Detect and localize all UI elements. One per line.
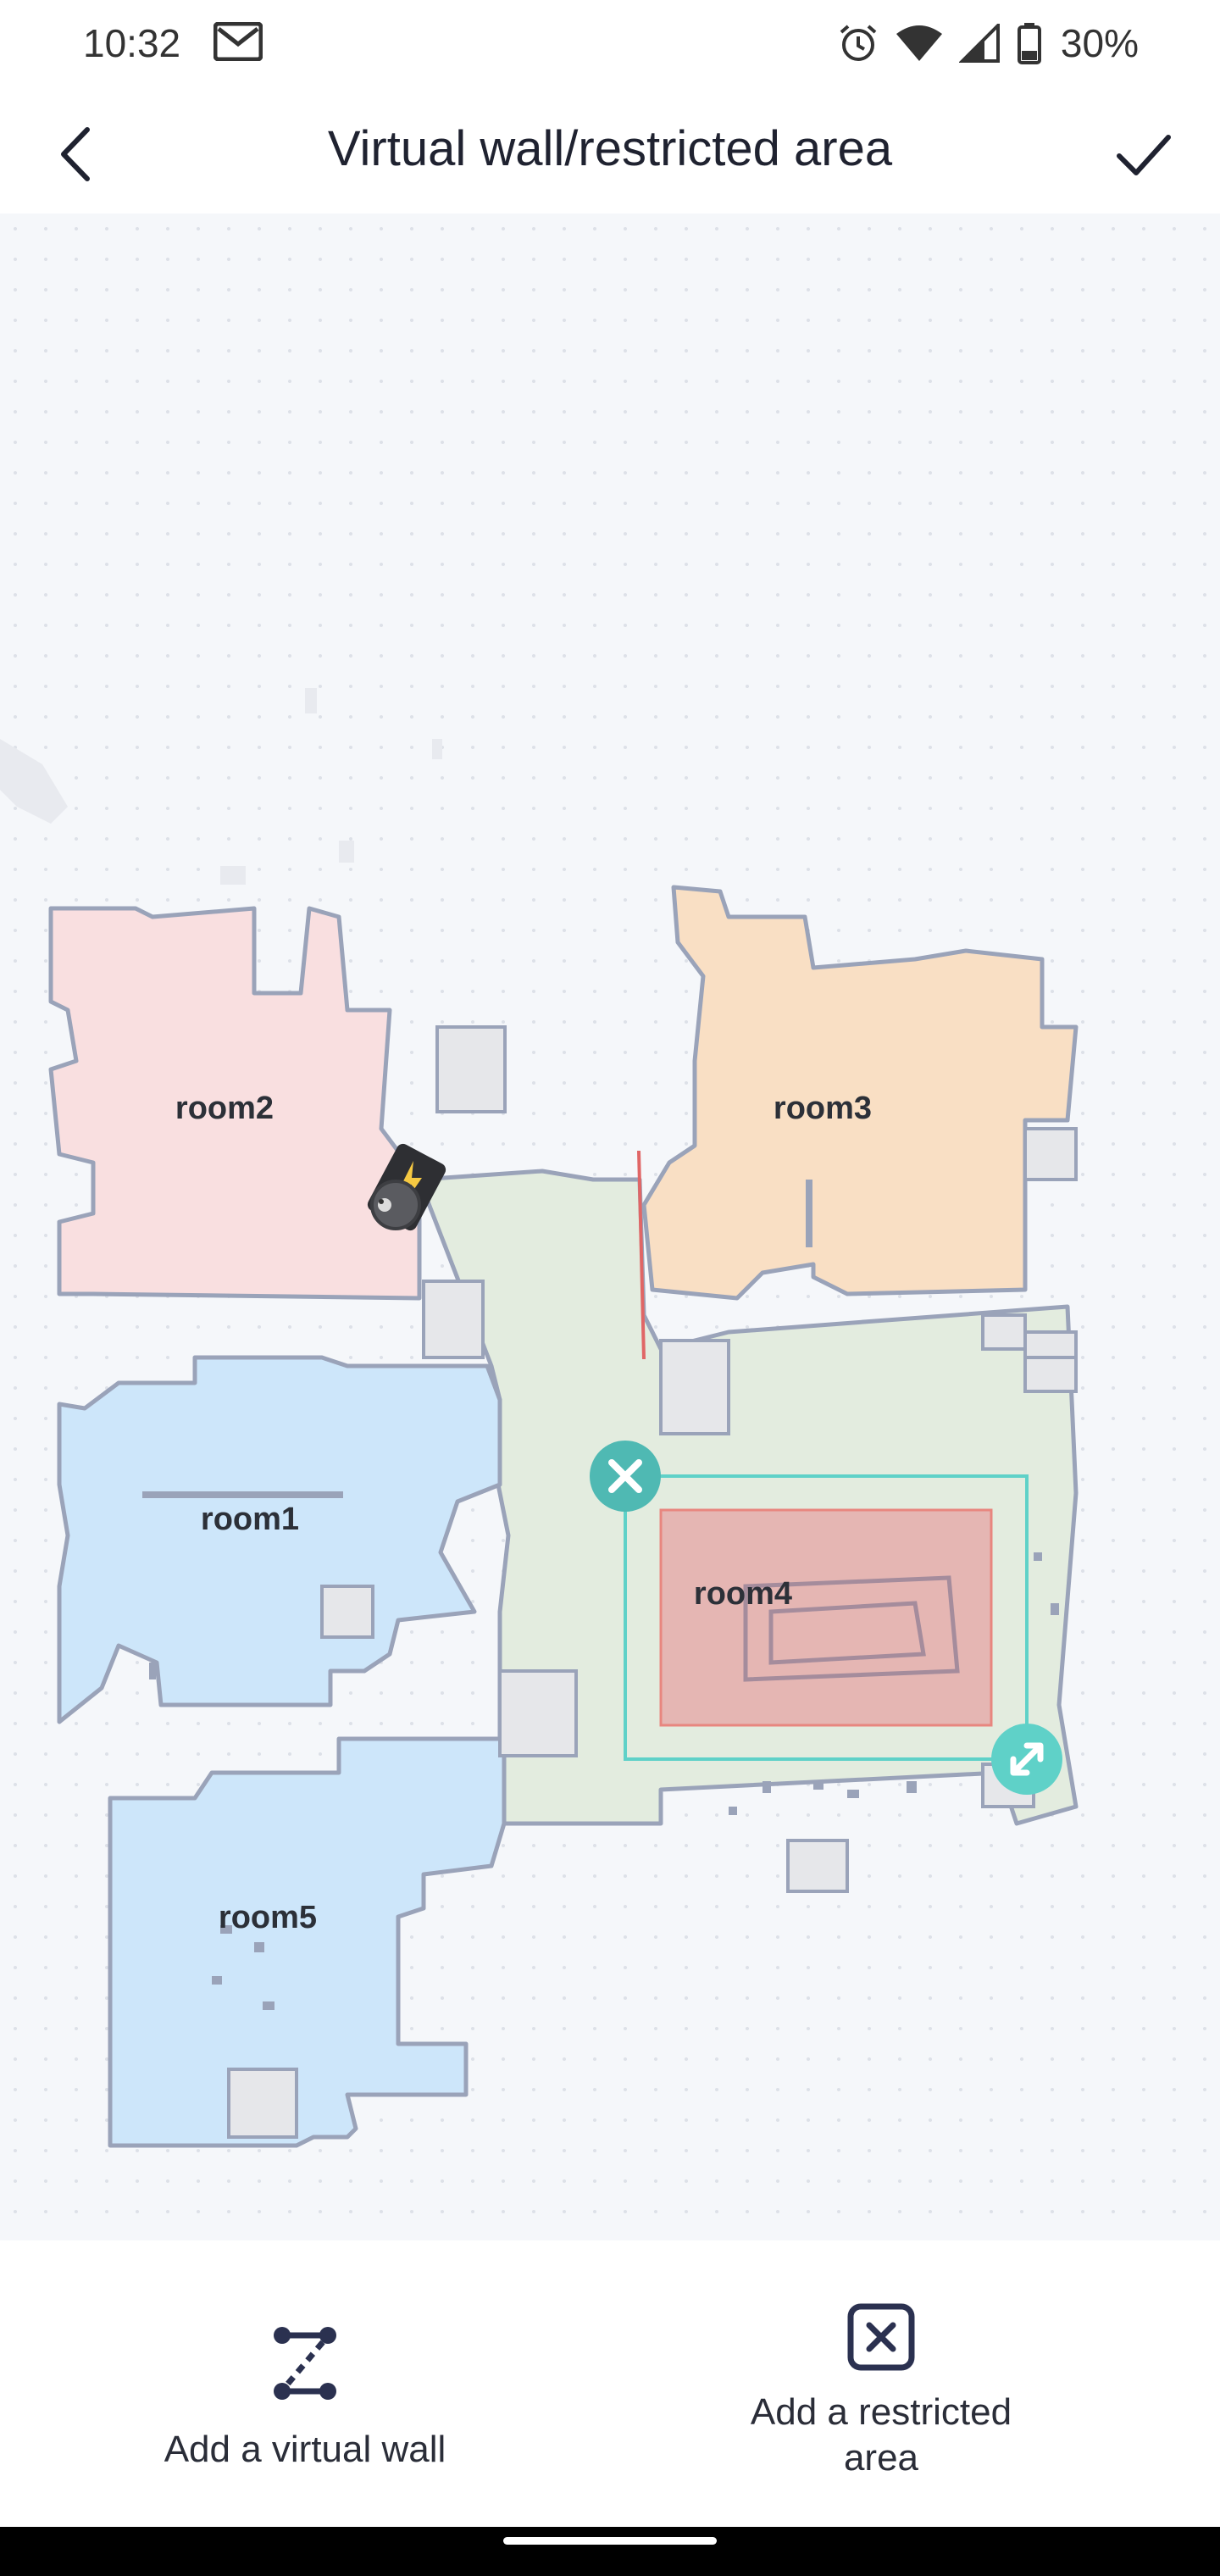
map-canvas[interactable]: room2 room3 room1 room4 room5 (0, 214, 1220, 2240)
header: Virtual wall/restricted area (0, 95, 1220, 214)
room-area-room5[interactable] (108, 1736, 507, 2148)
confirm-button[interactable] (1101, 112, 1186, 197)
interior-walls (142, 1180, 812, 1679)
obstacles (227, 1025, 1078, 2139)
home-indicator[interactable] (503, 2537, 717, 2545)
back-button[interactable] (34, 112, 119, 197)
alarm-icon (840, 25, 877, 61)
room-area-room1[interactable] (57, 1355, 502, 1724)
room-label-room4: room4 (693, 1576, 793, 1612)
battery-icon (1017, 23, 1041, 64)
restricted-area-icon (847, 2303, 915, 2371)
status-bar: 10:32 30% (0, 0, 1220, 93)
gmail-icon (214, 22, 263, 61)
virtual-wall-icon (274, 2327, 336, 2400)
check-icon (1117, 135, 1171, 175)
room-area-room3[interactable] (641, 885, 1079, 1301)
robot-vacuum-icon (370, 1180, 421, 1230)
add-virtual-wall-label: Add a virtual wall (164, 2429, 446, 2470)
scan-noise (0, 688, 442, 885)
status-icons: 30% (837, 20, 1139, 66)
page-title: Virtual wall/restricted area (327, 121, 893, 176)
wifi-icon (896, 25, 942, 61)
room-label-room3: room3 (773, 1091, 873, 1126)
battery-text: 30% (1060, 21, 1139, 65)
add-virtual-wall-button[interactable]: Add a virtual wall (0, 2240, 610, 2527)
system-nav-bar (0, 2527, 1220, 2576)
add-restricted-area-label: Add a restricted area (750, 2391, 1012, 2479)
virtual-wall-line[interactable] (637, 1150, 646, 1360)
room-label-room1: room1 (200, 1502, 300, 1537)
add-restricted-area-button[interactable]: Add a restricted area (576, 2240, 1186, 2527)
delete-area-handle[interactable] (590, 1441, 661, 1512)
signal-icon (958, 24, 1000, 63)
restricted-area-furniture (743, 1575, 960, 1682)
floor-map (0, 214, 1220, 2240)
chevron-left-icon (61, 127, 90, 181)
bottom-toolbar: Add a virtual wall Add a restricted area (0, 2240, 1220, 2527)
status-time: 10:32 (83, 21, 181, 65)
room-label-room5: room5 (218, 1900, 318, 1935)
selection-frame[interactable] (624, 1474, 1029, 1761)
restricted-area-zone[interactable] (659, 1508, 993, 1727)
room-area-room2[interactable] (48, 906, 422, 1301)
room-label-room2: room2 (175, 1091, 274, 1126)
resize-area-handle[interactable] (991, 1724, 1062, 1795)
